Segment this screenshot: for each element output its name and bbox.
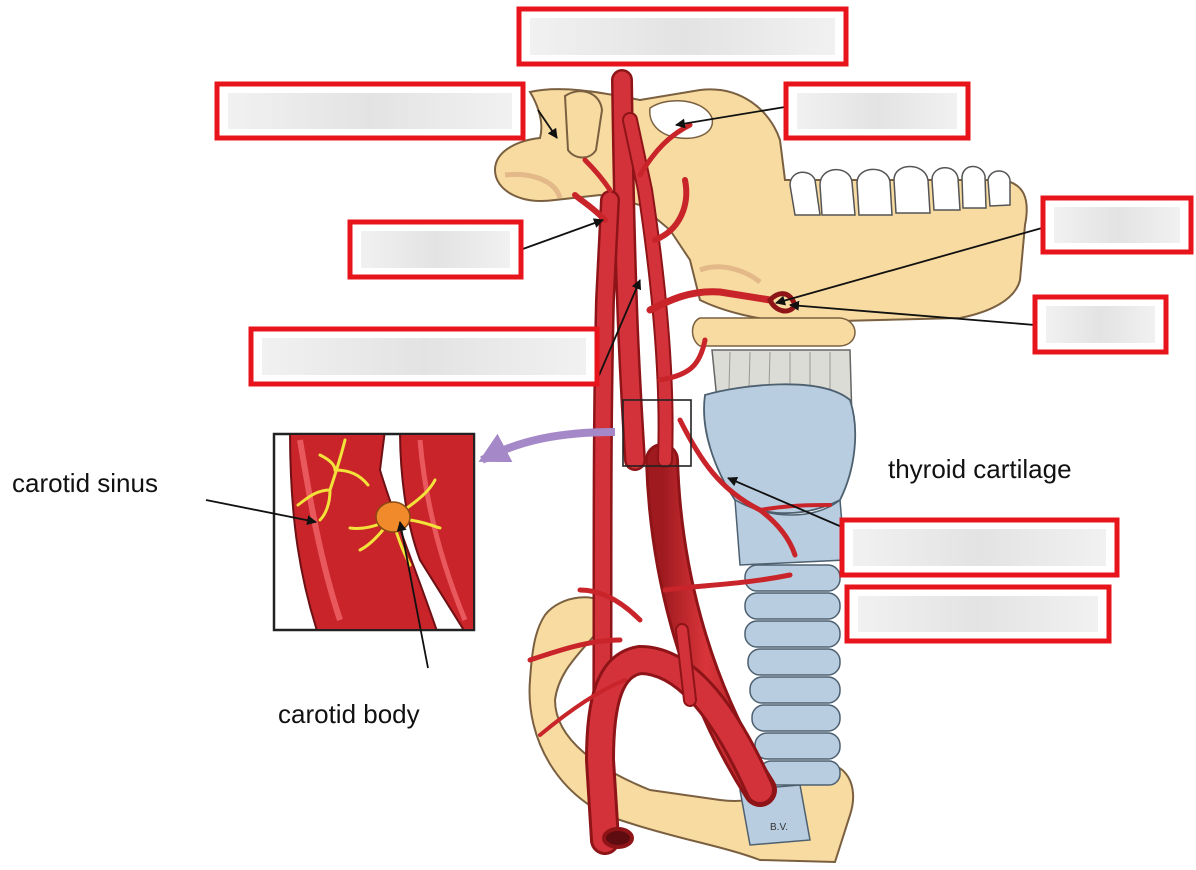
carotid-body-label: carotid body xyxy=(278,699,420,729)
hyoid-bone xyxy=(693,318,856,346)
label-box-mid-left[interactable] xyxy=(350,222,521,277)
label-box-right-4[interactable] xyxy=(847,587,1109,641)
label-box-lower-left[interactable] xyxy=(251,329,597,384)
signature-text: B.V. xyxy=(770,822,788,833)
carotid-body-glomus xyxy=(376,502,410,532)
label-box-right-1[interactable] xyxy=(1043,198,1191,252)
tracheal-rings xyxy=(745,565,840,785)
carotid-sinus-label: carotid sinus xyxy=(12,468,158,498)
label-box-upper-right[interactable] xyxy=(786,84,968,138)
label-box-right-3[interactable] xyxy=(842,520,1117,575)
thyroid-cartilage xyxy=(704,384,855,513)
label-box-right-2[interactable] xyxy=(1035,297,1166,352)
label-box-upper-left[interactable] xyxy=(217,84,523,138)
teeth xyxy=(790,166,1010,215)
thyroid-cartilage-label: thyroid cartilage xyxy=(888,454,1072,484)
label-box-top-center[interactable] xyxy=(519,9,846,64)
